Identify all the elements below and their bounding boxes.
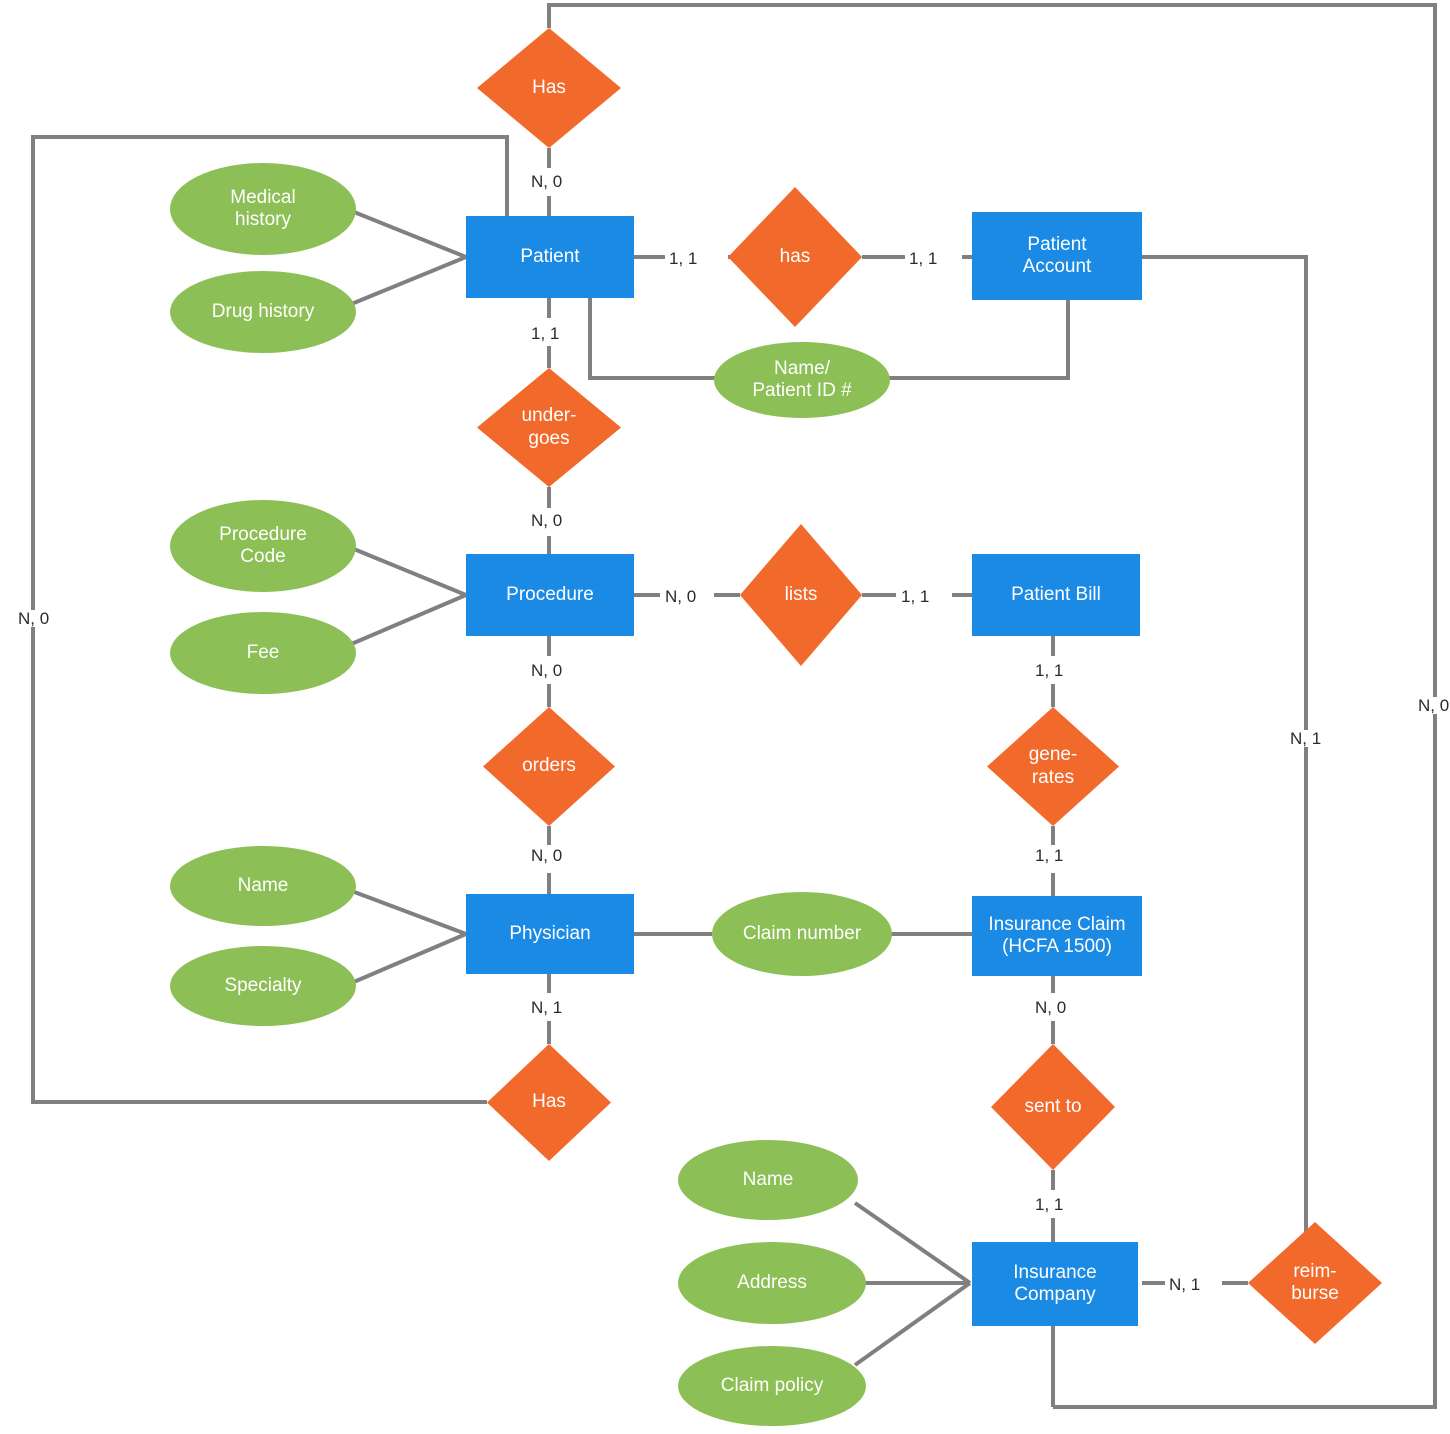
relationship-has-top[interactable]: Has	[477, 28, 621, 148]
cardinality-procedure-orders: N, 0	[527, 662, 567, 679]
relationship-label: lists	[784, 583, 818, 605]
entity-patient[interactable]: Patient	[466, 216, 634, 298]
wire-left-outer-rail	[31, 135, 509, 1104]
cardinality-right-inner-rail: N, 1	[1286, 730, 1326, 747]
attribute-insurance-company-name[interactable]: Name	[678, 1140, 858, 1220]
cardinality-bill-generates: 1, 1	[1031, 662, 1068, 679]
cardinality-undergoes-procedure: N, 0	[527, 512, 567, 529]
attribute-claim-number[interactable]: Claim number	[712, 892, 892, 976]
cardinality-procedure-lists: N, 0	[661, 588, 701, 605]
relationship-orders[interactable]: orders	[483, 707, 615, 826]
relationship-generates[interactable]: gene-rates	[987, 707, 1119, 826]
relationship-label: Has	[532, 1091, 566, 1113]
cardinality-generates-claim: 1, 1	[1031, 847, 1068, 864]
wire-fee-procedure	[348, 593, 467, 647]
relationship-label: orders	[522, 755, 576, 777]
relationship-sent-to[interactable]: sent to	[991, 1044, 1115, 1170]
attribute-claim-policy[interactable]: Claim policy	[678, 1346, 866, 1426]
relationship-label: sent to	[1024, 1095, 1082, 1117]
entity-physician[interactable]: Physician	[466, 894, 634, 974]
wire-specialty-physician	[348, 932, 467, 986]
relationship-has-middle[interactable]: has	[728, 187, 862, 327]
cardinality-physician-has-bottom: N, 1	[527, 999, 567, 1016]
attribute-insurance-company-address[interactable]: Address	[678, 1242, 866, 1324]
relationship-label: reim-burse	[1291, 1260, 1339, 1304]
attribute-name-patient-id[interactable]: Name/Patient ID #	[714, 342, 890, 418]
cardinality-patient-has: 1, 1	[665, 250, 702, 267]
relationship-label: gene-rates	[1028, 744, 1078, 788]
cardinality-orders-physician: N, 0	[527, 847, 567, 864]
cardinality-right-outer-rail: N, 0	[1414, 697, 1450, 714]
relationship-label: under-goes	[521, 405, 577, 449]
wire-account-right-inner-rail	[1142, 255, 1308, 1252]
entity-patient-bill[interactable]: Patient Bill	[972, 554, 1140, 636]
wire-name-physician	[348, 888, 467, 936]
cardinality-company-reimburse: N, 1	[1165, 1276, 1205, 1293]
wire-icname-company	[853, 1201, 972, 1285]
cardinality-patient-undergoes: 1, 1	[527, 325, 564, 342]
wire-icclaimpolicy-company	[853, 1281, 972, 1367]
entity-procedure[interactable]: Procedure	[466, 554, 634, 636]
attribute-specialty[interactable]: Specialty	[170, 946, 356, 1026]
relationship-label: Has	[532, 76, 566, 98]
wire-drug-history-patient	[348, 255, 467, 307]
wire-patient-to-nameid	[588, 296, 718, 380]
wire-has-top-to-outer-right	[547, 3, 1437, 1409]
wire-medical-history-patient	[348, 208, 467, 259]
relationship-undergoes[interactable]: under-goes	[477, 368, 621, 487]
entity-insurance-claim[interactable]: Insurance Claim(HCFA 1500)	[972, 896, 1142, 976]
relationship-has-bottom[interactable]: Has	[487, 1044, 611, 1161]
cardinality-has-account: 1, 1	[905, 250, 942, 267]
relationship-reimburse[interactable]: reim-burse	[1248, 1222, 1382, 1344]
relationship-label: has	[779, 245, 811, 267]
wire-nameid-to-account	[886, 297, 1070, 380]
attribute-drug-history[interactable]: Drug history	[170, 271, 356, 353]
wire-procedure-code-procedure	[348, 545, 467, 597]
cardinality-sentto-company: 1, 1	[1031, 1196, 1068, 1213]
cardinality-claim-sentto: N, 0	[1031, 999, 1071, 1016]
cardinality-lists-bill: 1, 1	[897, 588, 934, 605]
attribute-physician-name[interactable]: Name	[170, 846, 356, 926]
relationship-lists[interactable]: lists	[740, 524, 862, 666]
attribute-fee[interactable]: Fee	[170, 612, 356, 694]
cardinality-has-top-patient: N, 0	[527, 173, 567, 190]
cardinality-left-outer-rail: N, 0	[14, 610, 54, 627]
